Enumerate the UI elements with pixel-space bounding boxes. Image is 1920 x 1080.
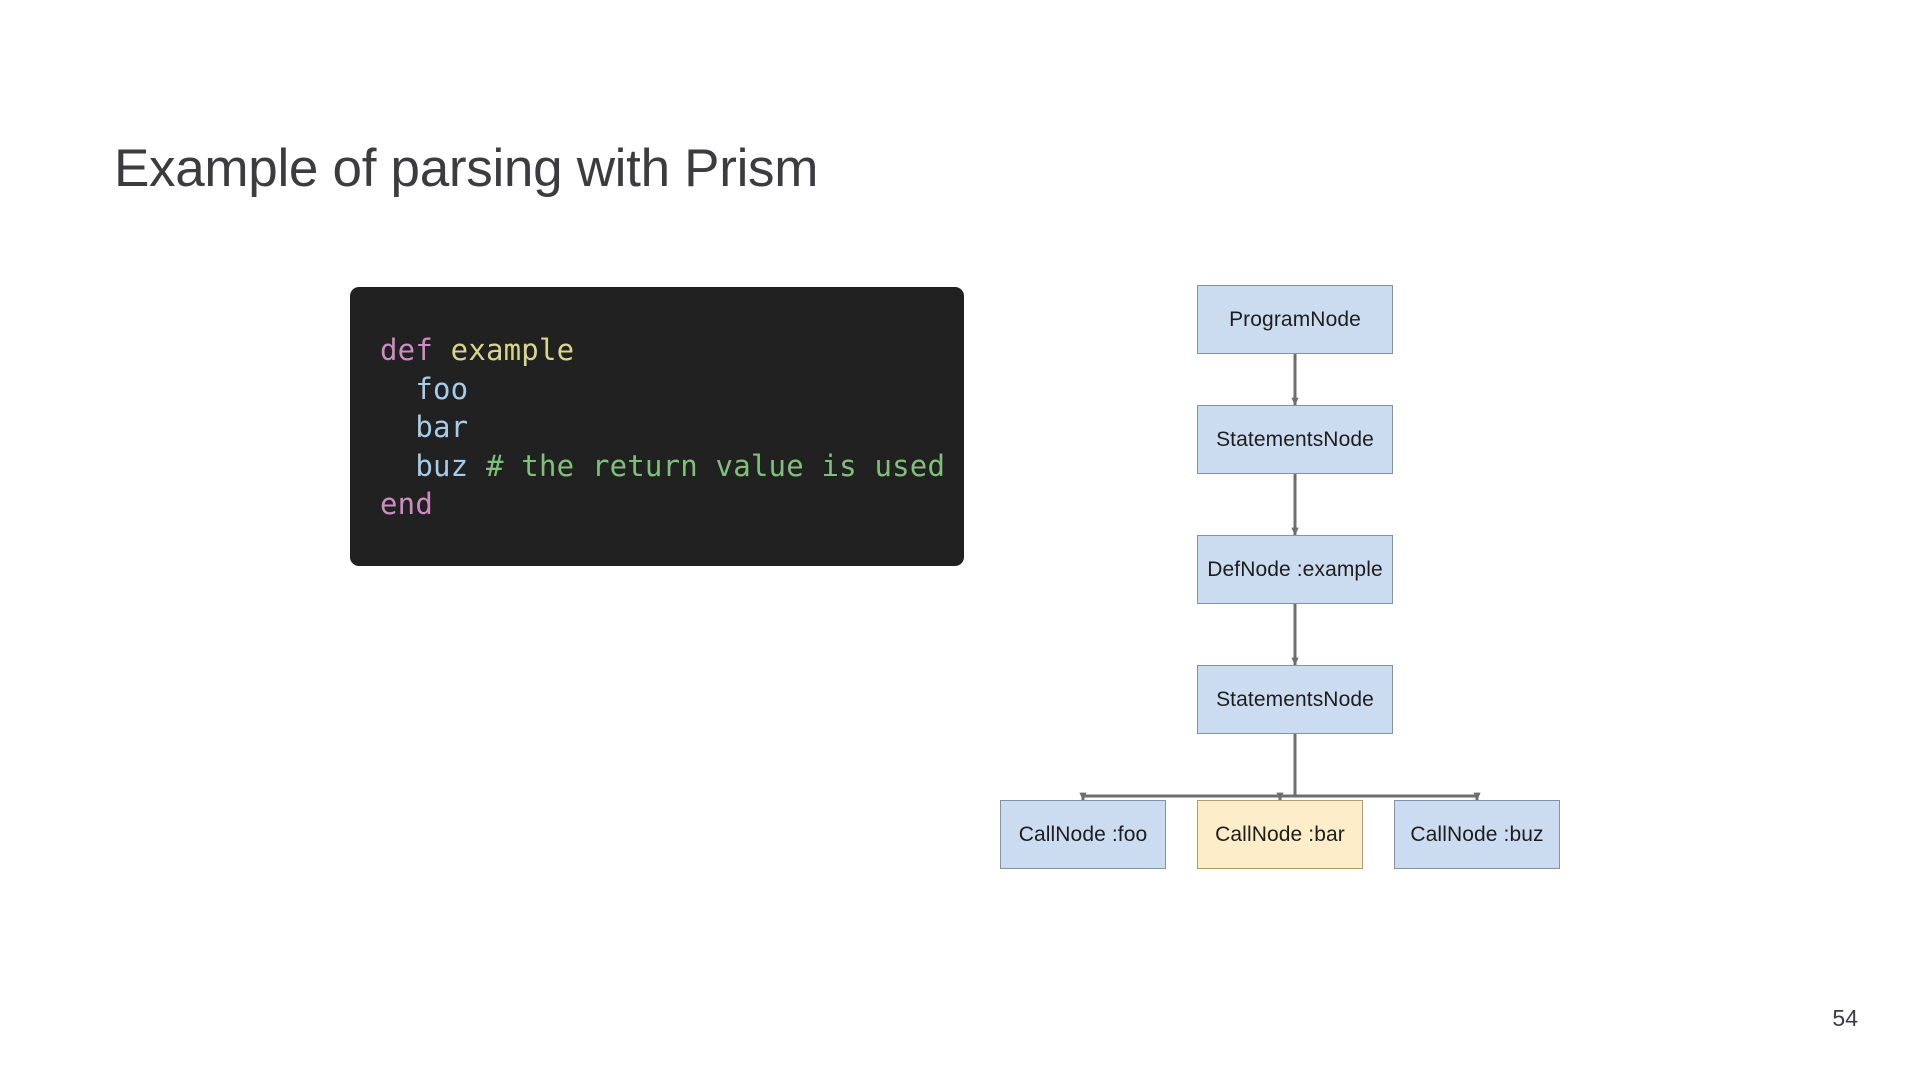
code-line: end <box>380 485 964 524</box>
tree-node-label: CallNode :buz <box>1410 822 1544 846</box>
code-token-plain <box>468 449 486 483</box>
tree-node-call_bar[interactable]: CallNode :bar <box>1197 800 1363 869</box>
code-token-plain <box>433 333 451 367</box>
code-token-plain <box>380 410 415 444</box>
tree-edge-statements2-to-call_foo <box>1079 734 1297 801</box>
code-token-identifier: foo <box>415 371 469 406</box>
code-token-plain <box>380 372 415 406</box>
code-line: foo <box>380 370 964 409</box>
page-number: 54 <box>1832 1005 1858 1031</box>
code-line: def example <box>380 331 964 370</box>
code-token-keyword: end <box>380 487 433 521</box>
tree-node-call_foo[interactable]: CallNode :foo <box>1000 800 1166 869</box>
code-token-method_name: example <box>450 333 575 367</box>
tree-node-label: CallNode :bar <box>1215 822 1345 846</box>
tree-connectors <box>1079 354 1481 801</box>
code-content: def example foo bar buz # the return val… <box>380 331 964 524</box>
code-token-plain <box>380 449 415 483</box>
code-line: bar <box>380 408 964 447</box>
code-line: buz # the return value is used <box>380 447 964 486</box>
tree-node-label: CallNode :foo <box>1018 822 1148 846</box>
tree-node-label: StatementsNode <box>1216 427 1374 451</box>
page-title: Example of parsing with Prism <box>114 138 819 198</box>
code-block: def example foo bar buz # the return val… <box>350 287 964 566</box>
code-token-keyword: def <box>380 333 433 367</box>
tree-node-def[interactable]: DefNode :example <box>1197 535 1393 604</box>
tree-node-statements1[interactable]: StatementsNode <box>1197 405 1393 474</box>
code-token-identifier: bar <box>415 410 469 444</box>
code-token-identifier: buz <box>415 448 469 483</box>
tree-node-program[interactable]: ProgramNode <box>1197 285 1393 354</box>
tree-node-statements2[interactable]: StatementsNode <box>1197 665 1393 734</box>
tree-node-label: ProgramNode <box>1229 307 1361 331</box>
tree-edge-statements2-to-call_bar <box>1276 734 1297 801</box>
tree-node-call_buz[interactable]: CallNode :buz <box>1394 800 1560 869</box>
code-token-comment: # the return value is used <box>485 448 946 483</box>
tree-edge-statements2-to-call_buz <box>1293 734 1481 801</box>
tree-node-label: DefNode :example <box>1207 557 1383 581</box>
tree-node-label: StatementsNode <box>1216 687 1374 711</box>
